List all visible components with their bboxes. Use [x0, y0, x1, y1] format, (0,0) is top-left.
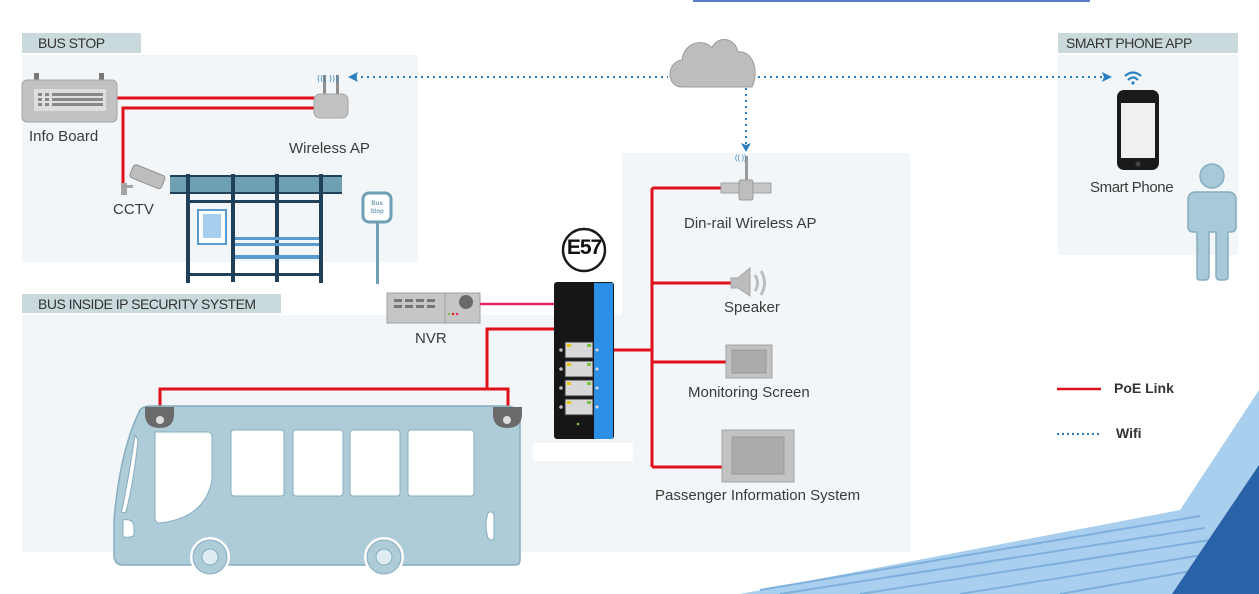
monitoring-screen-label: Monitoring Screen	[688, 384, 810, 401]
person-icon	[1187, 163, 1237, 281]
cloud-icon	[669, 39, 756, 88]
legend-wifi-label: Wifi	[1116, 425, 1142, 441]
switch-label-whiteout	[533, 443, 633, 461]
passenger-info-screen-icon	[721, 429, 795, 483]
bus-shelter-icon	[170, 174, 342, 283]
svg-text:(( )): (( ))	[735, 155, 746, 162]
nvr-label: NVR	[415, 330, 447, 347]
switch-ports	[559, 341, 599, 426]
dome-camera-right-icon	[493, 407, 522, 428]
poe-switch-icon	[554, 282, 614, 439]
smart-phone-label: Smart Phone	[1090, 179, 1174, 196]
dome-camera-left-icon	[145, 407, 174, 428]
bus-stop-sign-icon: Bus Stop	[361, 191, 393, 284]
cctv-label: CCTV	[113, 201, 154, 218]
nvr-icon	[386, 292, 481, 324]
poe-links-network	[614, 186, 732, 469]
din-rail-ap-icon: (( ))	[720, 155, 772, 201]
bus-icon	[113, 405, 521, 577]
svg-text:((( ))): ((( )))	[317, 74, 338, 83]
decorative-stripes	[740, 390, 1259, 594]
speaker-icon	[730, 266, 766, 297]
speaker-label: Speaker	[724, 299, 780, 316]
cctv-icon	[121, 164, 166, 195]
wifi-links	[355, 76, 1105, 145]
wireless-ap-label: Wireless AP	[289, 140, 370, 157]
poe-links-bus	[158, 327, 554, 410]
switch-badge-text: E57	[566, 236, 602, 259]
din-rail-ap-label: Din-rail Wireless AP	[684, 215, 817, 232]
poe-links-bus-stop	[117, 96, 316, 183]
wifi-signal-icon	[1124, 71, 1142, 85]
svg-text:Bus: Bus	[371, 201, 383, 207]
bus-inside-header: BUS INSIDE IP SECURITY SYSTEM	[22, 294, 281, 313]
info-board-icon	[21, 73, 118, 123]
smart-phone-header: SMART PHONE APP	[1058, 33, 1238, 53]
passenger-info-label: Passenger Information System	[655, 487, 861, 504]
legend	[1057, 387, 1101, 435]
arrow-to-ap	[348, 72, 358, 82]
arrow-to-phone	[1102, 72, 1112, 82]
info-board-label: Info Board	[29, 128, 99, 145]
monitoring-screen-icon	[725, 344, 773, 379]
legend-poe-label: PoE Link	[1114, 380, 1174, 396]
svg-text:Stop: Stop	[370, 209, 384, 215]
arrow-to-dinrail	[741, 143, 751, 152]
bus-stop-header: BUS STOP	[22, 33, 141, 53]
smart-phone-icon	[1117, 90, 1159, 170]
certification-badge-icon	[561, 227, 607, 273]
top-accent-line	[693, 0, 1090, 2]
wireless-ap-icon: ((( )))	[313, 74, 349, 119]
